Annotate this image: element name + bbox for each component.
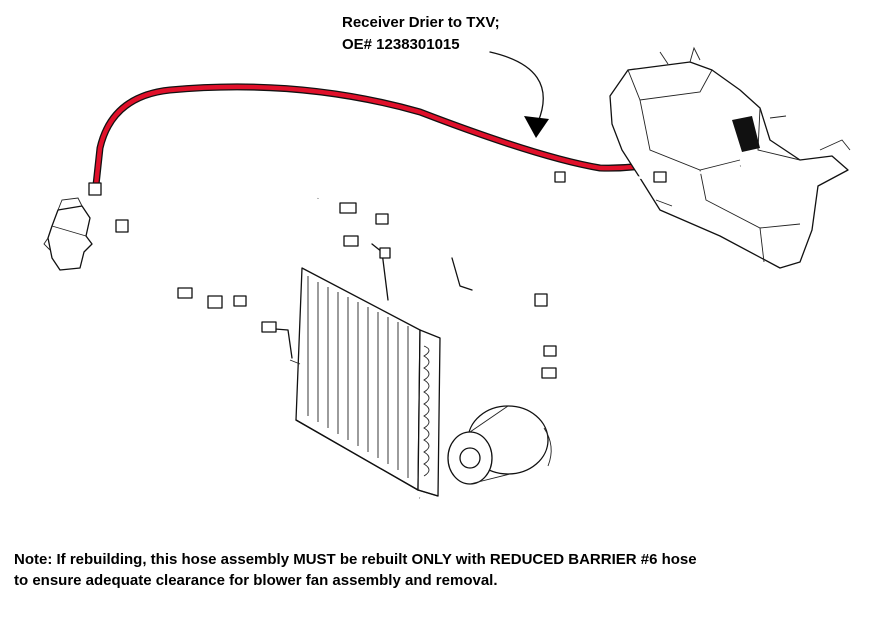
condenser <box>289 267 441 497</box>
rebuild-note: Note: If rebuilding, this hose assembly … <box>14 549 864 591</box>
callout-line-1: Receiver Drier to TXV; <box>342 14 500 31</box>
hose-callout-label: Receiver Drier to TXV; OE# 1238301015 <box>342 12 500 56</box>
evaporator-housing <box>609 46 851 269</box>
note-line-1: Note: If rebuilding, this hose assembly … <box>14 551 697 568</box>
suction-fitting <box>339 202 357 214</box>
note-line-2: to ensure adequate clearance for blower … <box>14 572 498 589</box>
callout-line-2: OE# 1238301015 <box>342 36 460 53</box>
ac-lines <box>115 164 741 514</box>
receiver-drier <box>43 197 93 271</box>
callout-arrow <box>489 51 549 138</box>
drier-end-fitting <box>88 182 102 196</box>
blower-fan[interactable] <box>447 405 552 485</box>
